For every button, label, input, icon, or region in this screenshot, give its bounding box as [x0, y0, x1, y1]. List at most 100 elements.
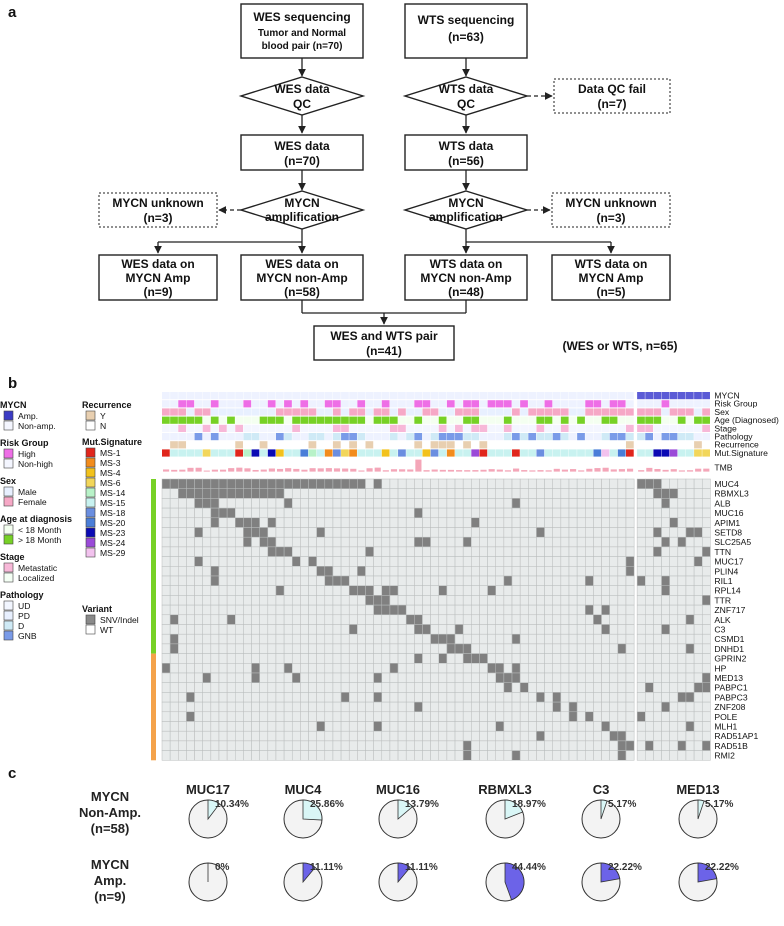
track-cell	[194, 433, 203, 441]
track-cell	[194, 400, 203, 408]
mutation-cell	[693, 711, 703, 722]
mutation-cell	[636, 604, 646, 616]
mutation-cell	[519, 614, 529, 625]
mutation-cell	[503, 750, 513, 761]
mutation-cell	[235, 566, 244, 577]
mutation-cell	[218, 575, 228, 586]
track-cell	[316, 400, 325, 408]
track-cell	[218, 441, 227, 449]
tmb-bar	[553, 468, 560, 472]
mutation-cell	[487, 595, 496, 606]
mutation-cell	[503, 566, 513, 577]
mutation-cell	[585, 682, 594, 693]
mutation-cell	[653, 672, 662, 683]
mutation-cell	[340, 556, 350, 567]
mutation-cell	[593, 711, 602, 722]
mutation-cell	[446, 595, 456, 606]
mutation-cell	[462, 711, 472, 722]
mutation-cell	[519, 566, 529, 577]
mutation-cell	[316, 527, 326, 538]
mutation-cell	[576, 672, 586, 683]
mutation-cell	[430, 478, 440, 489]
mutation-cell	[267, 711, 277, 722]
mutation-cell	[243, 478, 252, 489]
mutation-cell	[661, 478, 670, 489]
pie-percent-label: 11.11%	[310, 862, 343, 873]
mutation-cell	[430, 750, 440, 761]
mutation-cell	[202, 488, 212, 499]
track-cell	[677, 441, 686, 449]
track-cell	[512, 433, 520, 441]
track-cell	[243, 424, 252, 432]
mutation-cell	[609, 682, 619, 693]
mutation-cell	[653, 517, 662, 528]
mutation-cell	[186, 633, 195, 645]
mutation-cell	[365, 527, 374, 538]
mutation-cell	[324, 633, 334, 645]
mutation-cell	[560, 517, 570, 528]
mutation-cell	[267, 721, 277, 732]
mutation-cell	[471, 604, 480, 616]
mutation-cell	[218, 604, 228, 616]
tmb-bar	[219, 469, 227, 472]
mutation-cell	[645, 711, 654, 722]
mutation-cell	[454, 536, 464, 548]
track-cell	[617, 441, 626, 449]
mutation-cell	[462, 604, 472, 616]
mutation-cell	[519, 663, 529, 674]
qc-fail-box	[553, 78, 671, 114]
mutation-cell	[348, 575, 358, 586]
mutation-cell	[653, 711, 662, 722]
mutation-cell	[625, 488, 635, 499]
mutation-cell	[552, 624, 562, 635]
mutation-cell	[677, 517, 687, 528]
mutation-cell	[701, 614, 711, 625]
track-cell	[243, 408, 252, 416]
mutation-cell	[601, 546, 610, 557]
mutation-cell	[389, 730, 399, 742]
mutation-cell	[373, 730, 383, 742]
mutation-cell	[324, 692, 334, 703]
pie-percent-label: 22.22%	[608, 862, 642, 873]
mutation-cell	[218, 653, 228, 664]
legend-swatch	[85, 537, 96, 548]
mutation-cell	[495, 507, 505, 519]
track-cell	[677, 408, 686, 416]
track-cell	[702, 416, 710, 424]
track-cell	[210, 449, 219, 457]
mutation-cell	[544, 633, 553, 645]
track-cell	[512, 424, 520, 432]
track-cell	[414, 392, 423, 400]
mutation-cell	[446, 682, 456, 693]
gene-label: RIL1	[714, 576, 732, 586]
mutation-cell	[636, 692, 646, 703]
mutation-cell	[291, 633, 301, 645]
mutation-cell	[316, 663, 326, 674]
mutation-cell	[357, 643, 366, 654]
mutation-cell	[693, 750, 703, 761]
legend-swatch	[85, 547, 96, 558]
mutation-cell	[625, 730, 635, 742]
track-cell	[422, 416, 431, 424]
track-cell	[251, 408, 260, 416]
mutation-cell	[645, 488, 654, 499]
mutation-cell	[430, 604, 440, 616]
mutation-cell	[365, 595, 374, 606]
mutation-cell	[218, 614, 228, 625]
mutation-cell	[226, 653, 236, 664]
mutation-cell	[495, 527, 505, 538]
mutation-cell	[161, 498, 171, 509]
track-cell	[694, 392, 702, 400]
pie-slice	[504, 862, 525, 901]
mutation-cell	[677, 566, 687, 577]
track-cell	[292, 449, 300, 457]
mutation-cell	[479, 546, 488, 557]
mutation-cell	[235, 643, 244, 654]
track-cell	[308, 408, 317, 416]
mutation-cell	[430, 740, 440, 751]
gene-label: DNHD1	[714, 644, 744, 654]
mutation-cell	[454, 517, 464, 528]
mutation-cell	[495, 585, 505, 596]
mutation-cell	[479, 663, 488, 674]
mutation-cell	[693, 517, 703, 528]
